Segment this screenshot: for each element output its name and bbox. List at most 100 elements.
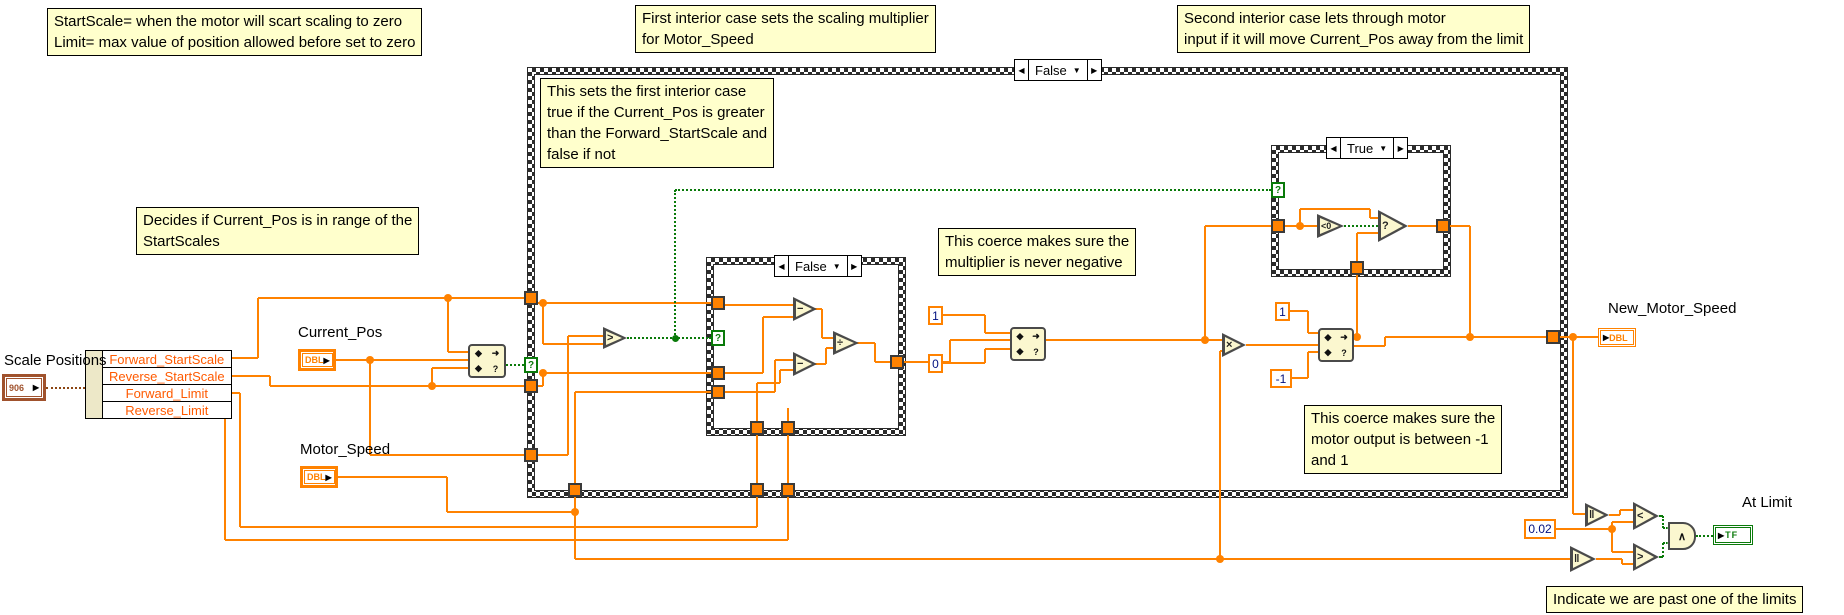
case-next-icon[interactable]: ▶ [1393,138,1407,158]
terminal-out-arrow-icon: ▶ [323,355,330,365]
wire-numeric [257,298,259,358]
current-pos-label: Current_Pos [298,324,383,341]
subtract-node-1[interactable]: − [793,297,817,321]
diamond-icon: ◆ [1324,347,1332,357]
wire-numeric [575,558,1570,560]
coerce-arrow-icon: ➜ [1340,332,1348,342]
case-next-icon[interactable]: ▶ [1086,60,1101,80]
in-range-coerce-node-1[interactable]: ◆➜ ◆? [468,344,506,378]
inner-limit-case-selector[interactable]: ◀ True▼ ▶ [1326,137,1409,159]
wire-numeric [1611,522,1613,529]
cluster-type-text: 906 [9,382,25,393]
dbl-type-text: DBL [305,355,324,365]
wire-numeric [1621,559,1623,564]
wire-numeric [258,297,524,299]
greater-glyph: > [1637,551,1644,563]
wire-numeric [574,512,576,559]
case-prev-icon[interactable]: ◀ [1327,138,1341,158]
current-pos-control[interactable]: DBL▶ [298,349,336,371]
chevron-down-icon[interactable]: ▼ [1072,65,1081,75]
and-node[interactable]: ∧ [1668,522,1696,550]
motor-speed-label: Motor_Speed [300,441,391,458]
inner-scaling-case-structure [706,257,906,436]
wire-numeric [270,385,524,387]
inner-scaling-case-selector[interactable]: ◀ False▼ ▶ [774,255,862,277]
wire-numeric [1596,558,1622,560]
constant-neg-one[interactable]: -1 [1270,369,1292,388]
bool-type-text: TF [1725,530,1739,540]
wire-numeric [447,298,449,352]
wire-junction-dot [1216,555,1224,563]
wire-numeric [1622,563,1633,565]
wire-numeric [1612,521,1633,523]
new-motor-speed-label: New_Motor_Speed [1608,300,1737,317]
wire-numeric [1620,509,1633,511]
wire-junction-dot [1608,525,1616,533]
comment-decides-range: Decides if Current_Pos is in range of th… [136,207,420,255]
wire-numeric [269,376,271,386]
constant-one-output[interactable]: 1 [1275,302,1290,321]
constant-one-multiplier[interactable]: 1 [928,306,943,325]
constant-zero[interactable]: 0 [928,354,943,373]
new-motor-speed-indicator[interactable]: ▶DBL [1598,328,1636,347]
terminal-in-arrow-icon: ▶ [1603,333,1610,342]
comment-coerce-output: This coerce makes sure the motor output … [1304,405,1503,474]
absolute-value-node-1[interactable]: ‖ [1585,503,1609,527]
wire-numeric [1573,513,1585,515]
terminal-out-arrow-icon: ▶ [32,383,39,392]
wire-numeric [447,511,575,513]
less-than-node[interactable]: < [1633,502,1659,530]
unbundle-by-name-node[interactable]: Forward_StartScale Reverse_StartScale Fo… [85,350,232,419]
outer-case-selector[interactable]: ◀ False▼ ▶ [1014,59,1102,81]
constant-threshold[interactable]: 0.02 [1524,519,1556,539]
wire-boolean [1662,516,1664,528]
wire-numeric [446,477,448,512]
inner-limit-case-frame [1278,152,1444,270]
unbundle-field-forward-startscale[interactable]: Forward_StartScale [103,351,231,368]
in-range-question-icon: ? [1033,346,1039,357]
wire-boolean [1659,515,1663,517]
at-limit-indicator[interactable]: ▶TF [1713,525,1753,545]
wire-numeric [574,497,576,512]
in-range-coerce-node-3[interactable]: ◆➜ ◆? [1318,328,1354,362]
greater-than-node[interactable]: > [603,327,627,349]
divide-node[interactable]: ÷ [833,331,859,355]
wire-numeric [224,410,226,540]
wire-numeric [756,497,758,527]
scale-positions-control[interactable]: 906 ▶ [2,374,46,401]
unbundle-field-forward-limit[interactable]: Forward_Limit [103,385,231,402]
select-node[interactable]: ? [1378,210,1408,242]
subtract-node-2[interactable]: − [793,352,817,376]
wire-numeric [1556,528,1612,530]
in-range-question-icon: ? [492,363,499,374]
diamond-icon: ◆ [1016,346,1024,356]
greater-than-node-2[interactable]: > [1633,543,1659,571]
terminal-out-arrow-icon: ▶ [325,472,332,482]
wire-boolean [1696,535,1713,537]
multiply-node[interactable]: × [1222,333,1246,357]
absolute-value-node-2[interactable]: ‖ [1570,546,1596,572]
abs-glyph: ‖ [1589,509,1595,521]
less-than-zero-node[interactable]: <0 [1317,214,1344,238]
case-prev-icon[interactable]: ◀ [775,256,789,276]
motor-speed-control[interactable]: DBL▶ [300,466,338,488]
wire-numeric [1619,510,1621,515]
wire-numeric [432,367,468,369]
multiply-glyph: × [1226,339,1233,351]
wire-numeric [338,476,447,478]
less-glyph: < [1637,510,1644,522]
unbundle-field-reverse-limit[interactable]: Reverse_Limit [125,402,209,418]
diamond-icon: ◆ [1324,332,1332,342]
diamond-icon: ◆ [475,348,482,358]
wire-numeric [448,351,468,353]
wire-junction-dot [366,356,374,364]
case-prev-icon[interactable]: ◀ [1015,60,1029,80]
case-next-icon[interactable]: ▶ [846,256,861,276]
chevron-down-icon[interactable]: ▼ [832,261,841,271]
in-range-coerce-node-2[interactable]: ◆➜ ◆? [1010,327,1046,361]
chevron-down-icon[interactable]: ▼ [1379,143,1388,153]
unbundle-field-reverse-startscale[interactable]: Reverse_StartScale [103,368,231,385]
scale-positions-label: Scale Positions [4,352,107,369]
diamond-icon: ◆ [1016,331,1024,341]
